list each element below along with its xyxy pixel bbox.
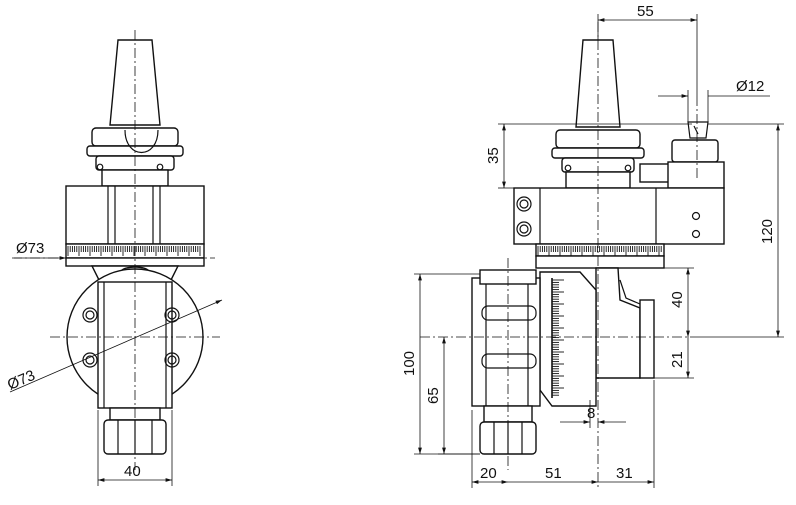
width-a-label: 20 bbox=[480, 465, 497, 482]
top-offset-label: 55 bbox=[637, 3, 654, 20]
collet-diameter-label: Ø12 bbox=[736, 78, 764, 95]
front-taper-shank bbox=[109, 39, 161, 126]
stop-height-label: 35 bbox=[485, 147, 502, 164]
front-body-diameter-label: Ø73 bbox=[16, 240, 44, 257]
front-width-label: 40 bbox=[124, 463, 141, 480]
side-lower-ring bbox=[535, 255, 665, 269]
side-main-body bbox=[513, 187, 725, 245]
side-stop-nut bbox=[671, 139, 719, 163]
front-view: Ø73 Ø73 40 bbox=[5, 30, 223, 486]
side-view: 55 Ø12 35 120 40 21 100 65 bbox=[401, 3, 784, 490]
side-nose-slot-a bbox=[481, 305, 537, 321]
front-bolts bbox=[82, 307, 180, 368]
side-arc-scale bbox=[539, 271, 597, 407]
side-head-body bbox=[595, 267, 641, 379]
front-drive-slot bbox=[124, 129, 159, 154]
width-b-label: 51 bbox=[545, 465, 562, 482]
front-screw-a bbox=[96, 163, 104, 171]
overall-length-label: 100 bbox=[401, 351, 418, 376]
spindle-offset-label: 40 bbox=[669, 291, 686, 308]
side-nose-slot-b bbox=[481, 353, 537, 369]
side-stop-collar bbox=[667, 161, 725, 189]
width-c-label: 31 bbox=[616, 465, 633, 482]
spindle-lower-label: 21 bbox=[669, 351, 686, 368]
front-flange-diameter-label: Ø73 bbox=[5, 367, 38, 394]
side-nose-block bbox=[471, 277, 541, 407]
side-stop-pin bbox=[687, 121, 709, 139]
nose-offset-label: 8 bbox=[587, 405, 595, 422]
nose-length-label: 65 bbox=[425, 387, 442, 404]
side-head-plate bbox=[639, 299, 655, 379]
total-height-label: 120 bbox=[759, 219, 776, 244]
